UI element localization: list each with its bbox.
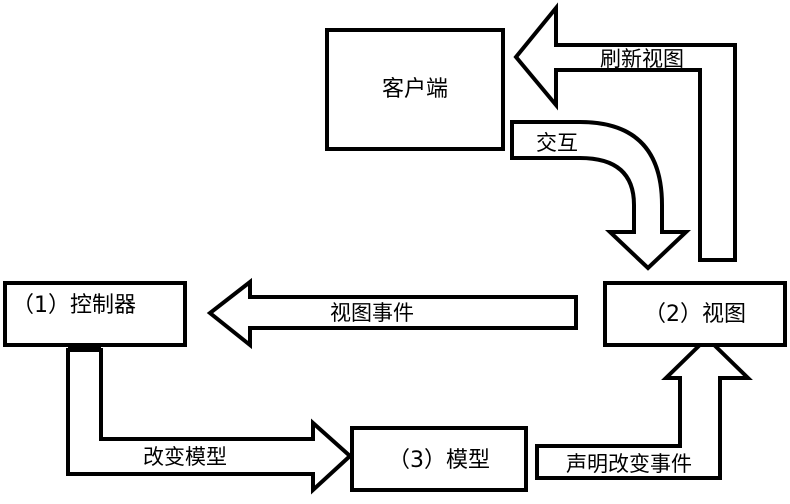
view-event-arrow [206,277,578,350]
controller-connector [68,345,101,351]
view-label: （2）视图 [644,302,746,327]
client-box [325,28,505,151]
change-model-arrow [66,348,353,495]
view-box [603,281,787,347]
change-event-label: 声明改变事件 [566,452,692,476]
change-model-label: 改变模型 [143,445,227,469]
change-event-arrow [535,335,753,480]
controller-box [3,281,187,347]
model-label: （3）模型 [388,448,490,473]
interact-label: 交互 [536,131,578,155]
view-event-label: 视图事件 [330,301,414,325]
refresh-view-label: 刷新视图 [600,47,684,71]
refresh-view-arrow [513,2,737,262]
client-label: 客户端 [382,77,448,102]
model-box [350,426,528,492]
interact-arrow [510,120,692,271]
controller-label: （1）控制器 [12,293,136,318]
